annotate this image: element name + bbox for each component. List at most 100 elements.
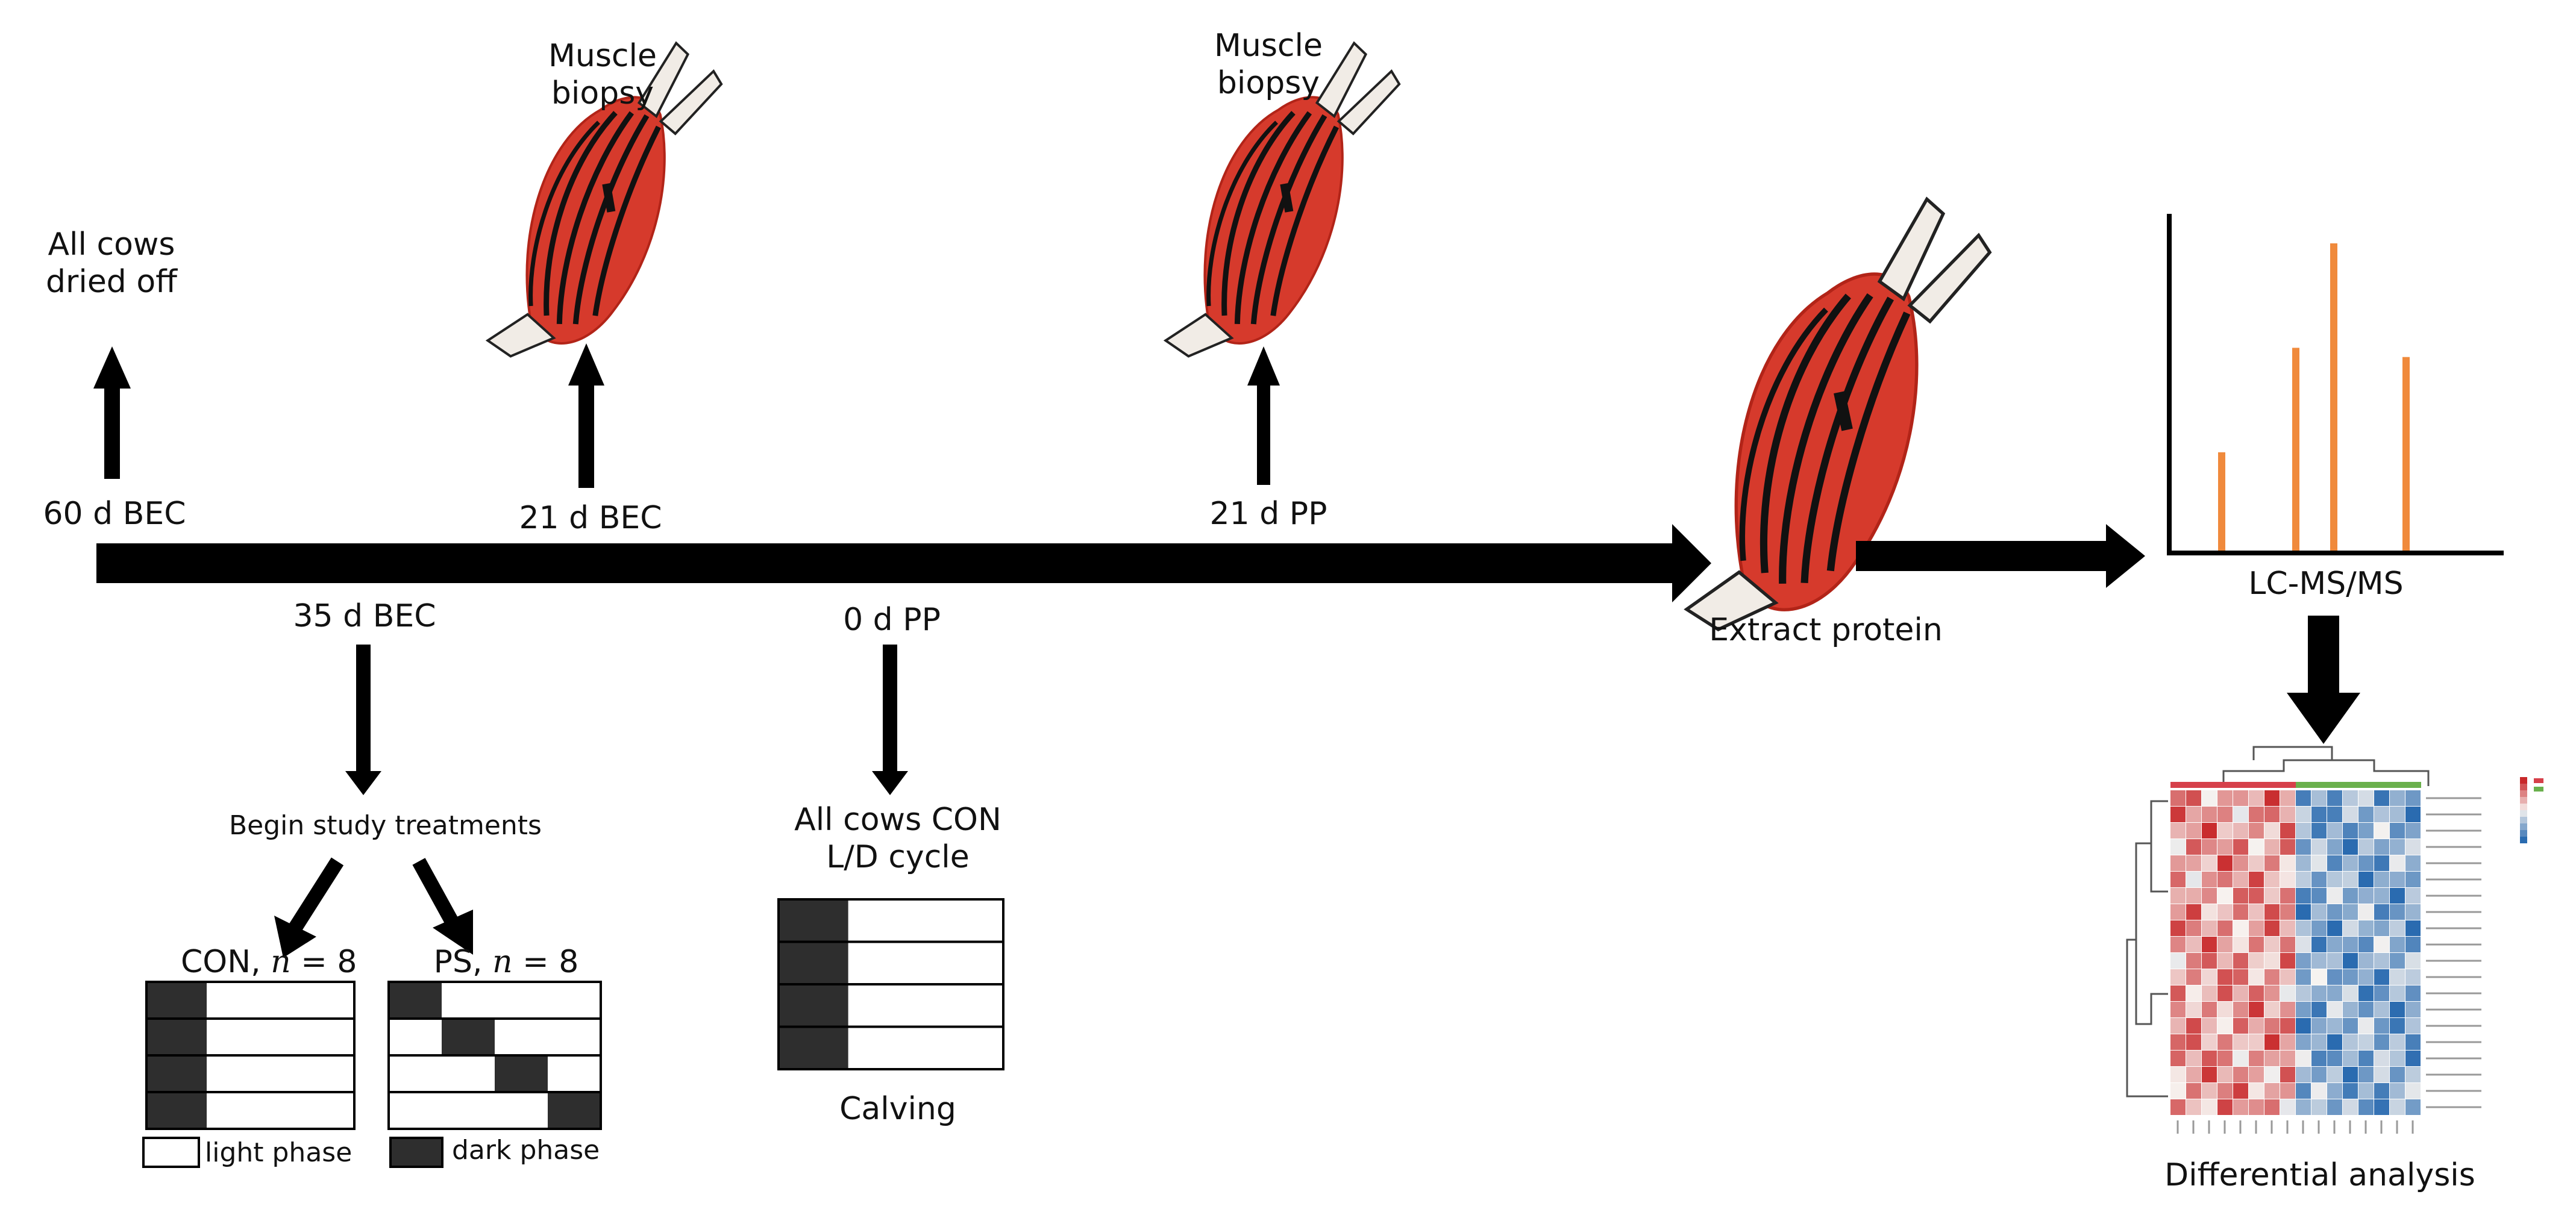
heatmap-cell bbox=[2311, 839, 2327, 855]
heatmap-cell bbox=[2217, 1051, 2233, 1066]
heatmap-cell bbox=[2202, 920, 2217, 936]
heatmap-cell bbox=[2233, 920, 2248, 936]
heatmap-cell bbox=[2217, 872, 2233, 887]
heatmap-cell bbox=[2217, 1034, 2233, 1050]
heatmap-cell bbox=[2202, 807, 2217, 822]
legend-light-label: light phase bbox=[205, 1137, 353, 1168]
heatmap-cell bbox=[2311, 855, 2327, 871]
heatmap-cell bbox=[2280, 790, 2295, 806]
heatmap-cell bbox=[2296, 888, 2311, 904]
heatmap-cell bbox=[2358, 823, 2374, 839]
heatmap-cell bbox=[2374, 1067, 2389, 1082]
heatmap-cell bbox=[2343, 1051, 2358, 1066]
heatmap-cell bbox=[2390, 920, 2405, 936]
heatmap-cell bbox=[2170, 823, 2186, 839]
heatmap-cell bbox=[2186, 937, 2201, 952]
heatmap-cell bbox=[2390, 872, 2405, 887]
heatmap-cell bbox=[2327, 1018, 2342, 1034]
heatmap-cell bbox=[2405, 888, 2421, 904]
heatmap-cell bbox=[2405, 1083, 2421, 1099]
down-arrow-treatment bbox=[345, 645, 381, 795]
heatmap-cell bbox=[2264, 985, 2280, 1001]
spectrum-peak bbox=[2330, 243, 2337, 551]
heatmap-cell bbox=[2374, 1002, 2389, 1017]
heatmap-cell bbox=[2405, 937, 2421, 952]
heatmap-cell bbox=[2343, 1067, 2358, 1082]
heatmap-cell bbox=[2327, 823, 2342, 839]
heatmap-cell bbox=[2311, 904, 2327, 920]
heatmap-cell bbox=[2390, 1067, 2405, 1082]
heatmap-cell bbox=[2264, 1083, 2280, 1099]
heatmap-cell bbox=[2202, 985, 2217, 1001]
heatmap-cell bbox=[2186, 807, 2201, 822]
heatmap-cell bbox=[2264, 823, 2280, 839]
heatmap-cell bbox=[2280, 872, 2295, 887]
lcms-spectrum bbox=[2167, 214, 2504, 555]
heatmap-cell bbox=[2249, 1018, 2264, 1034]
ps-light-dark-table bbox=[387, 981, 602, 1130]
heatmap-cell bbox=[2233, 937, 2248, 952]
heatmap-cell bbox=[2264, 1099, 2280, 1115]
heatmap-cell bbox=[2202, 790, 2217, 806]
legend-dark-label: dark phase bbox=[452, 1135, 600, 1166]
up-arrow-biopsy-2 bbox=[1247, 346, 1280, 485]
heatmap-cell bbox=[2249, 985, 2264, 1001]
heatmap-cell bbox=[2374, 1018, 2389, 1034]
heatmap-cell bbox=[2358, 985, 2374, 1001]
heatmap-cell bbox=[2280, 969, 2295, 985]
heatmap-cell bbox=[2374, 920, 2389, 936]
up-arrow-biopsy-1 bbox=[568, 343, 604, 488]
heatmap-cell bbox=[2311, 937, 2327, 952]
heatmap-cell bbox=[2280, 1018, 2295, 1034]
heatmap-cell bbox=[2249, 872, 2264, 887]
heatmap-cell bbox=[2170, 855, 2186, 871]
heatmap-cell bbox=[2311, 1083, 2327, 1099]
heatmap-cell bbox=[2327, 904, 2342, 920]
heatmap-cell bbox=[2170, 807, 2186, 822]
heatmap-cell bbox=[2217, 807, 2233, 822]
heatmap-cell bbox=[2343, 888, 2358, 904]
heatmap-cell bbox=[2280, 855, 2295, 871]
heatmap-cell bbox=[2202, 872, 2217, 887]
heatmap-cell bbox=[2170, 839, 2186, 855]
heatmap-cell bbox=[2249, 1067, 2264, 1082]
heatmap-cell bbox=[2343, 1083, 2358, 1099]
heatmap-cell bbox=[2202, 1083, 2217, 1099]
heatmap-cell bbox=[2390, 1018, 2405, 1034]
heatmap-cell bbox=[2186, 1034, 2201, 1050]
heatmap-cell bbox=[2264, 1034, 2280, 1050]
dark-phase-cell bbox=[146, 1019, 207, 1055]
heatmap-cell bbox=[2233, 790, 2248, 806]
heatmap-cell bbox=[2390, 790, 2405, 806]
heatmap-cell bbox=[2186, 1018, 2201, 1034]
heatmap-cell bbox=[2170, 904, 2186, 920]
lcms-label: LC-MS/MS bbox=[2248, 566, 2404, 602]
heatmap-cell bbox=[2202, 1018, 2217, 1034]
heatmap-cell bbox=[2311, 1034, 2327, 1050]
heatmap-cell bbox=[2233, 1034, 2248, 1050]
heatmap-cell bbox=[2327, 1083, 2342, 1099]
heatmap-cell bbox=[2249, 790, 2264, 806]
heatmap-cell bbox=[2170, 969, 2186, 985]
heatmap-cell bbox=[2327, 872, 2342, 887]
heatmap-cell bbox=[2264, 1051, 2280, 1066]
heatmap-cell bbox=[2217, 855, 2233, 871]
heatmap-cell bbox=[2217, 985, 2233, 1001]
heatmap-cell bbox=[2217, 1002, 2233, 1017]
heatmap-cell bbox=[2390, 1083, 2405, 1099]
heatmap-cell bbox=[2343, 855, 2358, 871]
heatmap-cell bbox=[2202, 1067, 2217, 1082]
heatmap-cell bbox=[2343, 1034, 2358, 1050]
heatmap-cell bbox=[2264, 790, 2280, 806]
spectrum-peak bbox=[2218, 452, 2225, 551]
heatmap-cell bbox=[2264, 888, 2280, 904]
heatmap-cell bbox=[2217, 953, 2233, 969]
heatmap-cell bbox=[2249, 1083, 2264, 1099]
heatmap-cell bbox=[2405, 985, 2421, 1001]
heatmap-cell bbox=[2343, 953, 2358, 969]
heatmap-cell bbox=[2311, 807, 2327, 822]
